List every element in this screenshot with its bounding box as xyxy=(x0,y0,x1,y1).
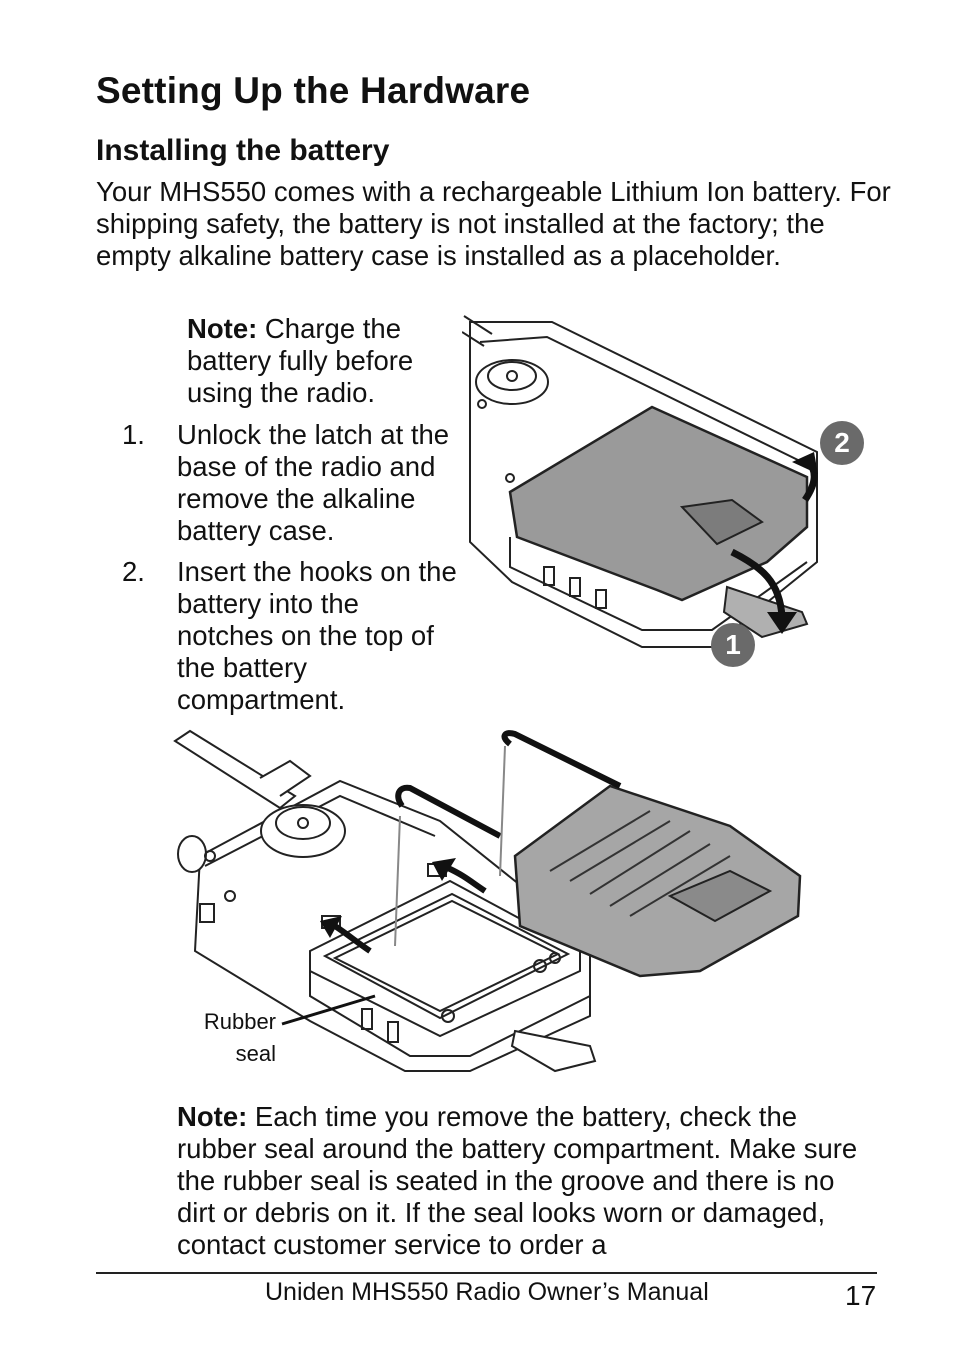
step-text: Insert the hooks on the battery into the… xyxy=(177,556,457,715)
step-number: 1. xyxy=(122,419,145,450)
step-2: 2. Insert the hooks on the battery into … xyxy=(122,556,462,716)
caption-line: Rubber xyxy=(203,1009,276,1034)
callout-2: 2 xyxy=(820,421,864,465)
step-number: 2. xyxy=(122,556,145,587)
intro-paragraph: Your MHS550 comes with a rechargeable Li… xyxy=(96,176,891,271)
page-title: Setting Up the Hardware xyxy=(96,70,531,111)
figure-remove-case xyxy=(462,315,818,648)
note-label: Note: xyxy=(177,1101,248,1132)
section-heading: Installing the battery xyxy=(96,134,390,167)
step-text: Unlock the latch at the base of the radi… xyxy=(177,419,450,546)
footer-rule xyxy=(96,1272,877,1274)
step-1: 1. Unlock the latch at the base of the r… xyxy=(122,419,462,549)
footer-manual-title: Uniden MHS550 Radio Owner’s Manual xyxy=(265,1278,709,1306)
caption-line: seal xyxy=(235,1041,276,1066)
note-rubber-seal: Note: Each time you remove the battery, … xyxy=(177,1101,877,1261)
note-text: Charge the battery fully before using th… xyxy=(187,313,414,408)
note-label: Note: xyxy=(187,313,258,344)
page-number: 17 xyxy=(845,1280,877,1311)
callout-1: 1 xyxy=(711,623,755,667)
note-charge: Note: Charge the battery fully before us… xyxy=(187,313,457,409)
caption-rubber-seal: Rubber seal xyxy=(186,1006,276,1070)
figure-insert-battery xyxy=(173,729,802,1073)
note-text: Each time you remove the battery, check … xyxy=(177,1101,858,1260)
